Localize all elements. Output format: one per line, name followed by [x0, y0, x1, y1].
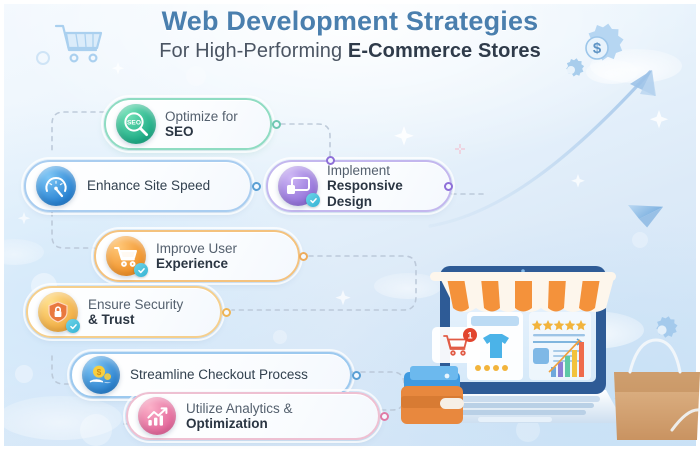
- screen-right-panel: [529, 312, 591, 380]
- shopping-bag: [614, 338, 700, 440]
- connector-node-responsive-top: [326, 156, 335, 165]
- connector-node-security: [222, 308, 231, 317]
- gear-icon-right: [656, 316, 678, 338]
- card-line-2: Responsive Design: [327, 178, 403, 209]
- wallet: [401, 366, 464, 424]
- page-title: Web Development Strategies: [161, 6, 539, 36]
- wallet-clasp: [440, 398, 464, 409]
- notification-count: 1: [467, 331, 472, 341]
- paper-plane-icon-2: [614, 396, 656, 423]
- laptop-screen: [450, 276, 596, 382]
- speedometer-icon: [36, 166, 76, 206]
- card-line-2: SEO: [165, 124, 194, 139]
- step-card-enhance-site-speed[interactable]: Enhance Site Speed: [21, 157, 255, 215]
- subtitle-bold: E-Commerce Stores: [347, 40, 541, 62]
- keyboard-keys: [436, 403, 594, 415]
- coin-hand-icon: $: [82, 356, 120, 394]
- svg-text:$: $: [97, 367, 102, 377]
- connector-node-speed: [252, 182, 261, 191]
- store-awning: [430, 272, 616, 312]
- card-line-1: Improve User: [156, 240, 238, 256]
- step-card-utilize-analytics-optimization[interactable]: Utilize Analytics & Optimization: [123, 389, 383, 443]
- seo-magnifier-icon: SEO: [116, 104, 156, 144]
- step-card-improve-user-experience[interactable]: Improve User Experience: [91, 227, 303, 285]
- card-line-2: Experience: [156, 256, 229, 271]
- step-card-implement-responsive-design[interactable]: Implement Responsive Design: [263, 157, 455, 215]
- analytics-chart-icon: [138, 397, 176, 435]
- card-line-2: Optimization: [186, 416, 268, 431]
- notification-count-bubble: [463, 328, 477, 342]
- card-text: Utilize Analytics & Optimization: [186, 401, 293, 431]
- card-line-1: Implement: [327, 163, 391, 179]
- card-line-1: Utilize Analytics &: [186, 400, 293, 416]
- card-text: Streamline Checkout Process: [130, 367, 308, 382]
- card-text: Optimize for SEO: [165, 109, 238, 139]
- card-line-1: Streamline Checkout Process: [130, 367, 308, 383]
- bar-chart: [548, 339, 584, 377]
- paper-plane-icon: [628, 205, 664, 228]
- laptop-base: [404, 390, 624, 423]
- responsive-devices-icon: [278, 166, 320, 207]
- card-text: Enhance Site Speed: [87, 178, 210, 193]
- connector-node-responsive-right: [444, 182, 453, 191]
- connector-node-checkout: [352, 371, 361, 380]
- card-text: Improve User Experience: [156, 241, 237, 271]
- step-card-optimize-seo[interactable]: SEO Optimize for SEO: [101, 95, 275, 153]
- star-rating: [531, 320, 587, 331]
- cart-notification-badge: 1: [432, 327, 480, 363]
- card-line-1: Ensure Security: [88, 296, 184, 312]
- page-subtitle: For High-Performing E-Commerce Stores: [0, 40, 700, 63]
- check-badge-icon: [306, 193, 320, 207]
- laptop-frame: [440, 266, 606, 394]
- shopping-cart-icon: [106, 236, 148, 277]
- card-text: Implement Responsive Design: [327, 163, 440, 208]
- connector-node-seo: [272, 120, 281, 129]
- connector-node-analytics: [380, 412, 389, 421]
- bag-handle: [628, 338, 682, 374]
- rising-arrow: [428, 70, 656, 228]
- card-line-2: & Trust: [88, 312, 135, 327]
- svg-text:SEO: SEO: [127, 120, 141, 127]
- check-badge-icon: [66, 319, 80, 333]
- tshirt-icon: [483, 334, 509, 358]
- credit-cards: [404, 372, 460, 414]
- check-badge-icon: [134, 263, 148, 277]
- card-star-rating: [475, 365, 508, 371]
- header: Web Development Strategies For High-Perf…: [0, 6, 700, 63]
- card-text: Ensure Security & Trust: [88, 297, 183, 327]
- subtitle-light: For High-Performing: [159, 40, 348, 62]
- product-tshirt-card: [467, 312, 523, 380]
- card-line-1: Optimize for: [165, 108, 238, 124]
- trackpad: [478, 417, 552, 422]
- connector-node-ux: [299, 252, 308, 261]
- step-card-ensure-security-trust[interactable]: Ensure Security & Trust: [23, 283, 225, 341]
- shield-lock-icon: [38, 292, 80, 333]
- plus-marks: [455, 144, 465, 154]
- card-line-1: Enhance Site Speed: [87, 178, 211, 194]
